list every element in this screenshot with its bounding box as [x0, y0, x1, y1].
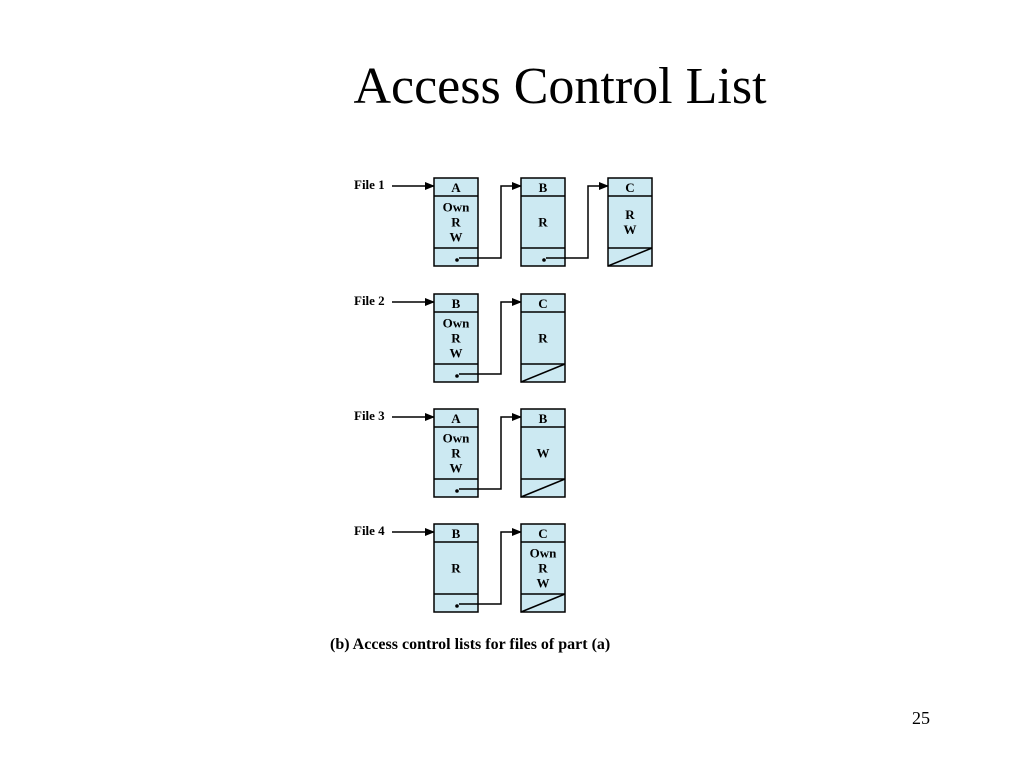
- entry-box: [433, 293, 479, 383]
- entry-right: W: [537, 576, 550, 591]
- entry-box: [433, 523, 479, 613]
- entry-right: W: [624, 222, 637, 237]
- next-link-arrow: [459, 528, 522, 605]
- entry-right: R: [625, 207, 635, 222]
- entry-right: R: [538, 331, 548, 346]
- entry-right: Own: [443, 316, 471, 331]
- entry-user: B: [452, 526, 461, 541]
- entry-right: R: [538, 215, 548, 230]
- entry-user: B: [539, 411, 548, 426]
- figure-caption: (b) Access control lists for files of pa…: [330, 636, 611, 653]
- entry-right: R: [451, 331, 461, 346]
- pointer-dot: [455, 489, 459, 493]
- next-link-arrow: [459, 413, 522, 490]
- acl-entry: BW: [520, 408, 566, 498]
- entry-user: A: [451, 411, 461, 426]
- pointer-dot: [455, 604, 459, 608]
- file-label: File 1: [354, 177, 385, 192]
- entry-right: R: [451, 446, 461, 461]
- entry-right: R: [538, 561, 548, 576]
- acl-entry: BR: [433, 523, 479, 613]
- acl-entry: CR: [520, 293, 566, 383]
- entry-user: A: [451, 180, 461, 195]
- entry-right: Own: [443, 200, 471, 215]
- entry-box: [520, 177, 566, 267]
- entry-right: Own: [443, 431, 471, 446]
- null-terminator: [607, 247, 653, 267]
- entry-user: C: [625, 180, 634, 195]
- pointer-dot: [542, 258, 546, 262]
- file-label: File 2: [354, 293, 385, 308]
- next-link-arrow: [459, 182, 522, 259]
- entry-right: W: [450, 461, 463, 476]
- entry-right: R: [451, 215, 461, 230]
- entry-user: B: [452, 296, 461, 311]
- acl-entry: BR: [520, 177, 566, 267]
- null-terminator: [520, 478, 566, 498]
- entry-user: C: [538, 296, 547, 311]
- entry-right: W: [537, 446, 550, 461]
- entry-right: W: [450, 230, 463, 245]
- entry-box: [520, 523, 566, 613]
- entry-user: C: [538, 526, 547, 541]
- slide-title: Access Control List: [353, 58, 767, 115]
- entry-user: B: [539, 180, 548, 195]
- entry-box: [433, 408, 479, 498]
- pointer-dot: [455, 258, 459, 262]
- entry-box: [433, 177, 479, 267]
- next-link-arrow: [459, 298, 522, 375]
- file-label: File 4: [354, 523, 385, 538]
- entry-right: W: [450, 346, 463, 361]
- page-number: 25: [912, 708, 930, 728]
- entry-right: R: [451, 561, 461, 576]
- file-label: File 3: [354, 408, 385, 423]
- pointer-dot: [455, 374, 459, 378]
- next-link-arrow: [546, 182, 609, 259]
- acl-entry: CRW: [607, 177, 653, 267]
- null-terminator: [520, 363, 566, 383]
- null-terminator: [520, 593, 566, 613]
- entry-right: Own: [530, 546, 558, 561]
